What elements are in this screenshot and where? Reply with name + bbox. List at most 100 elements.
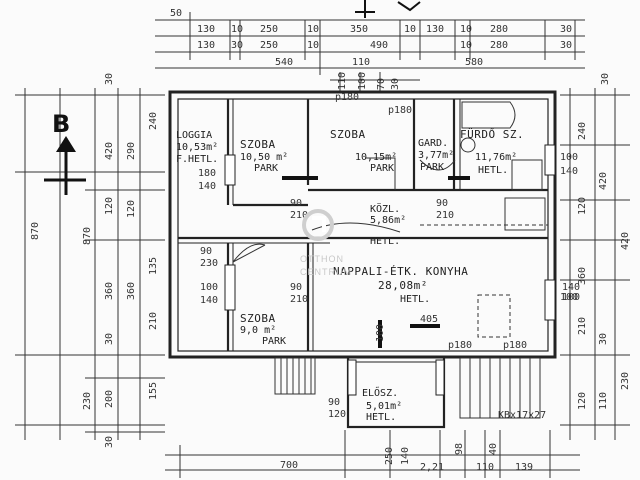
top-dim: 30 [231,40,243,51]
room-dim: 140 [198,181,216,192]
top-dim: 30 [560,24,572,35]
room-floor: PARK [420,162,444,173]
top-dim: 580 [465,57,483,68]
left-dim: 360 [126,282,137,300]
room-name: SZOBA [330,128,366,141]
room-name: NAPPALI-ÉTK. KONYHA [333,265,468,278]
left-dimension-lines [15,88,165,440]
right-dim: 140 [562,282,580,293]
room-area: 3,77m² [418,150,454,161]
left-dim-texts: 870 30 870 420 120 290 240 120 135 360 3… [30,73,159,448]
top-dim: 110 [352,57,370,68]
top-dim: 10 [231,24,243,35]
room-name: GARD. [418,138,448,149]
room-name: FÜRDŐ SZ. [460,127,524,141]
door-dim: 100 [375,324,386,342]
door-dim: 405 [420,314,438,325]
bottom-dim: 110 [476,462,494,473]
room-area: 9,0 m² [240,325,276,336]
chimney-label: KBx17x27 [498,410,546,421]
room-labels: LOGGIA 10,53m² F.HETL. 180 140 SZOBA 10,… [176,127,524,423]
left-dim: 290 [126,142,137,160]
left-dim: 30 [104,436,115,448]
top-dim: 490 [370,40,388,51]
top-dim: 280 [490,24,508,35]
interior-walls [178,99,548,429]
room-area: 10,53m² [176,142,218,153]
left-dim: 240 [148,112,159,130]
room-floor: PARK [370,163,394,174]
left-dim: 30 [104,333,115,345]
right-dim: 100 [562,292,580,303]
door-dim: 120 [328,409,346,420]
door-dim: 90 [290,198,302,209]
top-dim: 30 [390,78,401,90]
room-floor: HETL. [366,412,396,423]
room-area: 10,15m² [355,152,397,163]
door-dim: 230 [200,258,218,269]
left-dim: 210 [148,312,159,330]
right-dim: 110 [598,392,609,410]
door-dim: 210 [290,294,308,305]
top-dimension-lines [155,12,585,92]
left-dim: 120 [104,197,115,215]
top-dim: 10 [307,24,319,35]
right-dim: 230 [620,372,631,390]
door-dim: 90 [436,198,448,209]
bottom-dimension-lines [165,430,580,478]
room-name: SZOBA [240,312,276,325]
right-dim: 360 [577,267,588,285]
room-name: ELŐSZ. [362,385,398,399]
kitchen-counter [420,224,548,338]
right-dim: 30 [600,73,611,85]
bottom-dim: 40 [488,443,499,455]
watermark-text-1: OTTHON [300,254,344,264]
watermark-logo: OTTHON CENTRUM [300,209,351,277]
bottom-dim: 700 [280,460,298,471]
right-dim: 420 [598,172,609,190]
door-dim: 210 [290,210,308,221]
left-dim: 120 [126,200,137,218]
bottom-dim: 98 [454,443,465,455]
top-dim: 70 [376,78,387,90]
door-dim: p180 [388,105,412,116]
bottom-dim-texts: 700 250 140 2,21 110 98 40 139 [280,443,533,473]
door-dim: 100 [560,292,578,303]
north-label: B [52,110,70,138]
room-area: 11,76m² [475,152,517,163]
door-dim: 100 [200,282,218,293]
north-arrow-icon: B [44,110,86,195]
room-floor: PARK [254,163,278,174]
top-dim: 10 [404,24,416,35]
left-dim: 360 [104,282,115,300]
bathroom-fixtures [460,101,546,231]
room-area: 28,08m² [378,279,428,292]
right-dimension-lines [560,88,630,440]
top-arrow-icon [355,0,421,18]
bottom-dim: 139 [515,462,533,473]
room-dim: 180 [198,168,216,179]
room-name: SZOBA [240,138,276,151]
door-dim: 90 [290,282,302,293]
top-dim: 130 [426,24,444,35]
room-area: 5,86m² [370,215,406,226]
left-dim: 230 [82,392,93,410]
windows [224,144,556,396]
room-floor: HETL. [400,294,430,305]
stairs [274,357,541,419]
right-dim: 120 [577,197,588,215]
room-floor: PARK [262,336,286,347]
door-dimension-notes: p180 p180 90 210 90 230 90 210 90 210 10… [200,92,578,421]
left-dim: 870 [30,222,41,240]
left-dim: 870 [82,227,93,245]
left-dim: 200 [104,390,115,408]
door-markers [282,176,470,348]
room-area: 5,01m² [366,401,402,412]
room-area: 10,50 m² [240,152,288,163]
top-dim: 100 [357,72,368,90]
bottom-dim: 2,21 [420,462,444,473]
bottom-dim: 140 [400,447,411,465]
bottom-dim: 250 [384,447,395,465]
